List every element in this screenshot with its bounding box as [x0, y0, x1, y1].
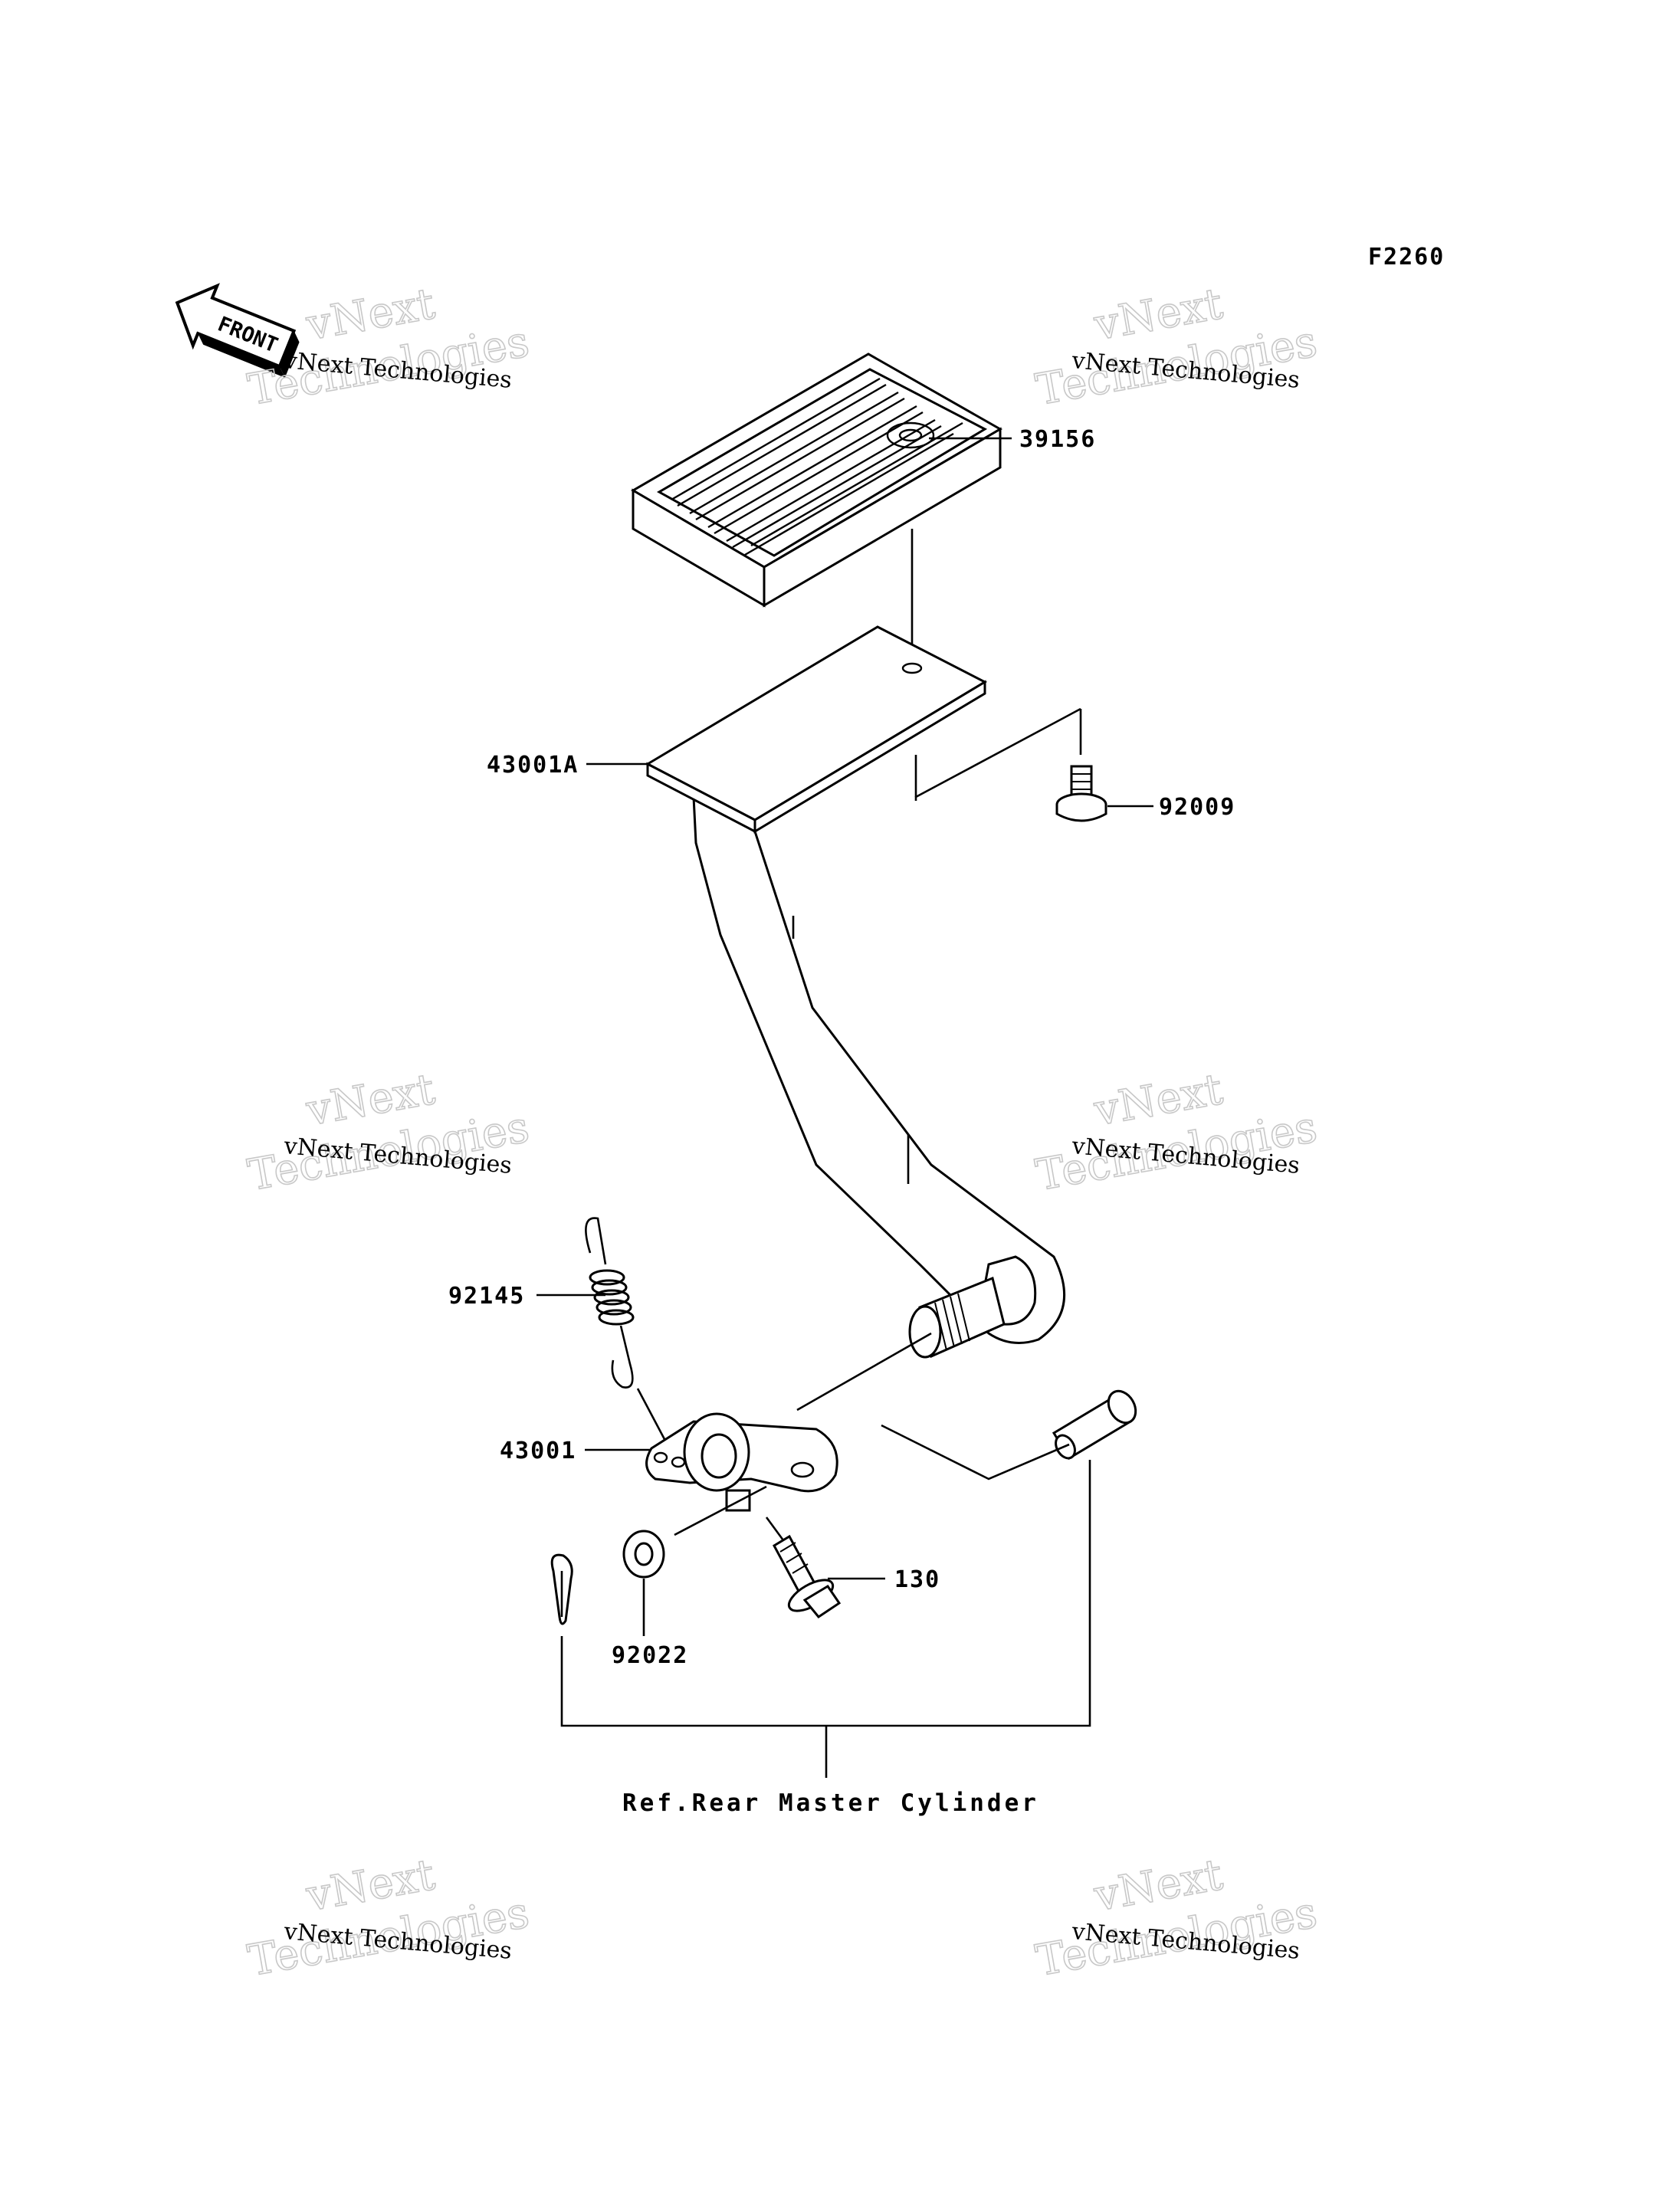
watermark-mid-left: vNext Technologies vNext Technologies — [244, 1064, 533, 1201]
watermark-bottom-right: vNext Technologies vNext Technologies — [1032, 1849, 1321, 1986]
leader-shaft-to-lever — [796, 1332, 932, 1412]
clevis-pin-drawing — [1052, 1389, 1137, 1461]
part-label-43001: 43001 — [500, 1438, 576, 1464]
part-label-92022: 92022 — [612, 1642, 688, 1669]
part-label-130: 130 — [894, 1566, 940, 1593]
watermark-mid-right: vNext Technologies vNext Technologies — [1032, 1064, 1321, 1201]
part-label-92145: 92145 — [448, 1283, 525, 1310]
spring-drawing — [585, 1217, 635, 1389]
leader-92009-bracket — [914, 707, 1081, 801]
front-arrow-icon: FRONT — [175, 283, 300, 378]
cotter-pin-drawing — [550, 1553, 573, 1625]
pedal-lever-drawing — [645, 1412, 838, 1512]
part-label-43001A: 43001A — [487, 752, 579, 779]
reference-note: Ref.Rear Master Cylinder — [622, 1789, 1039, 1817]
watermark-bottom-left: vNext Technologies vNext Technologies — [244, 1849, 533, 1986]
leader-bolt-to-lever — [765, 1517, 785, 1541]
leader-lever-to-pin — [881, 1424, 1070, 1481]
brake-pedal-drawing — [645, 625, 1066, 1359]
washer-drawing — [622, 1530, 665, 1579]
flanged-bolt-drawing — [773, 1534, 842, 1619]
part-label-92009: 92009 — [1159, 794, 1235, 821]
part-label-39156: 39156 — [1019, 426, 1096, 453]
rubber-pad-drawing — [631, 353, 1003, 608]
watermark-top-right: vNext Technologies vNext Technologies — [1032, 278, 1321, 415]
figure-code: F2260 — [1368, 244, 1445, 271]
leader-spring-to-lever — [636, 1388, 667, 1441]
leader-washer-to-lever — [674, 1485, 767, 1536]
small-bolt-drawing — [1055, 765, 1107, 822]
